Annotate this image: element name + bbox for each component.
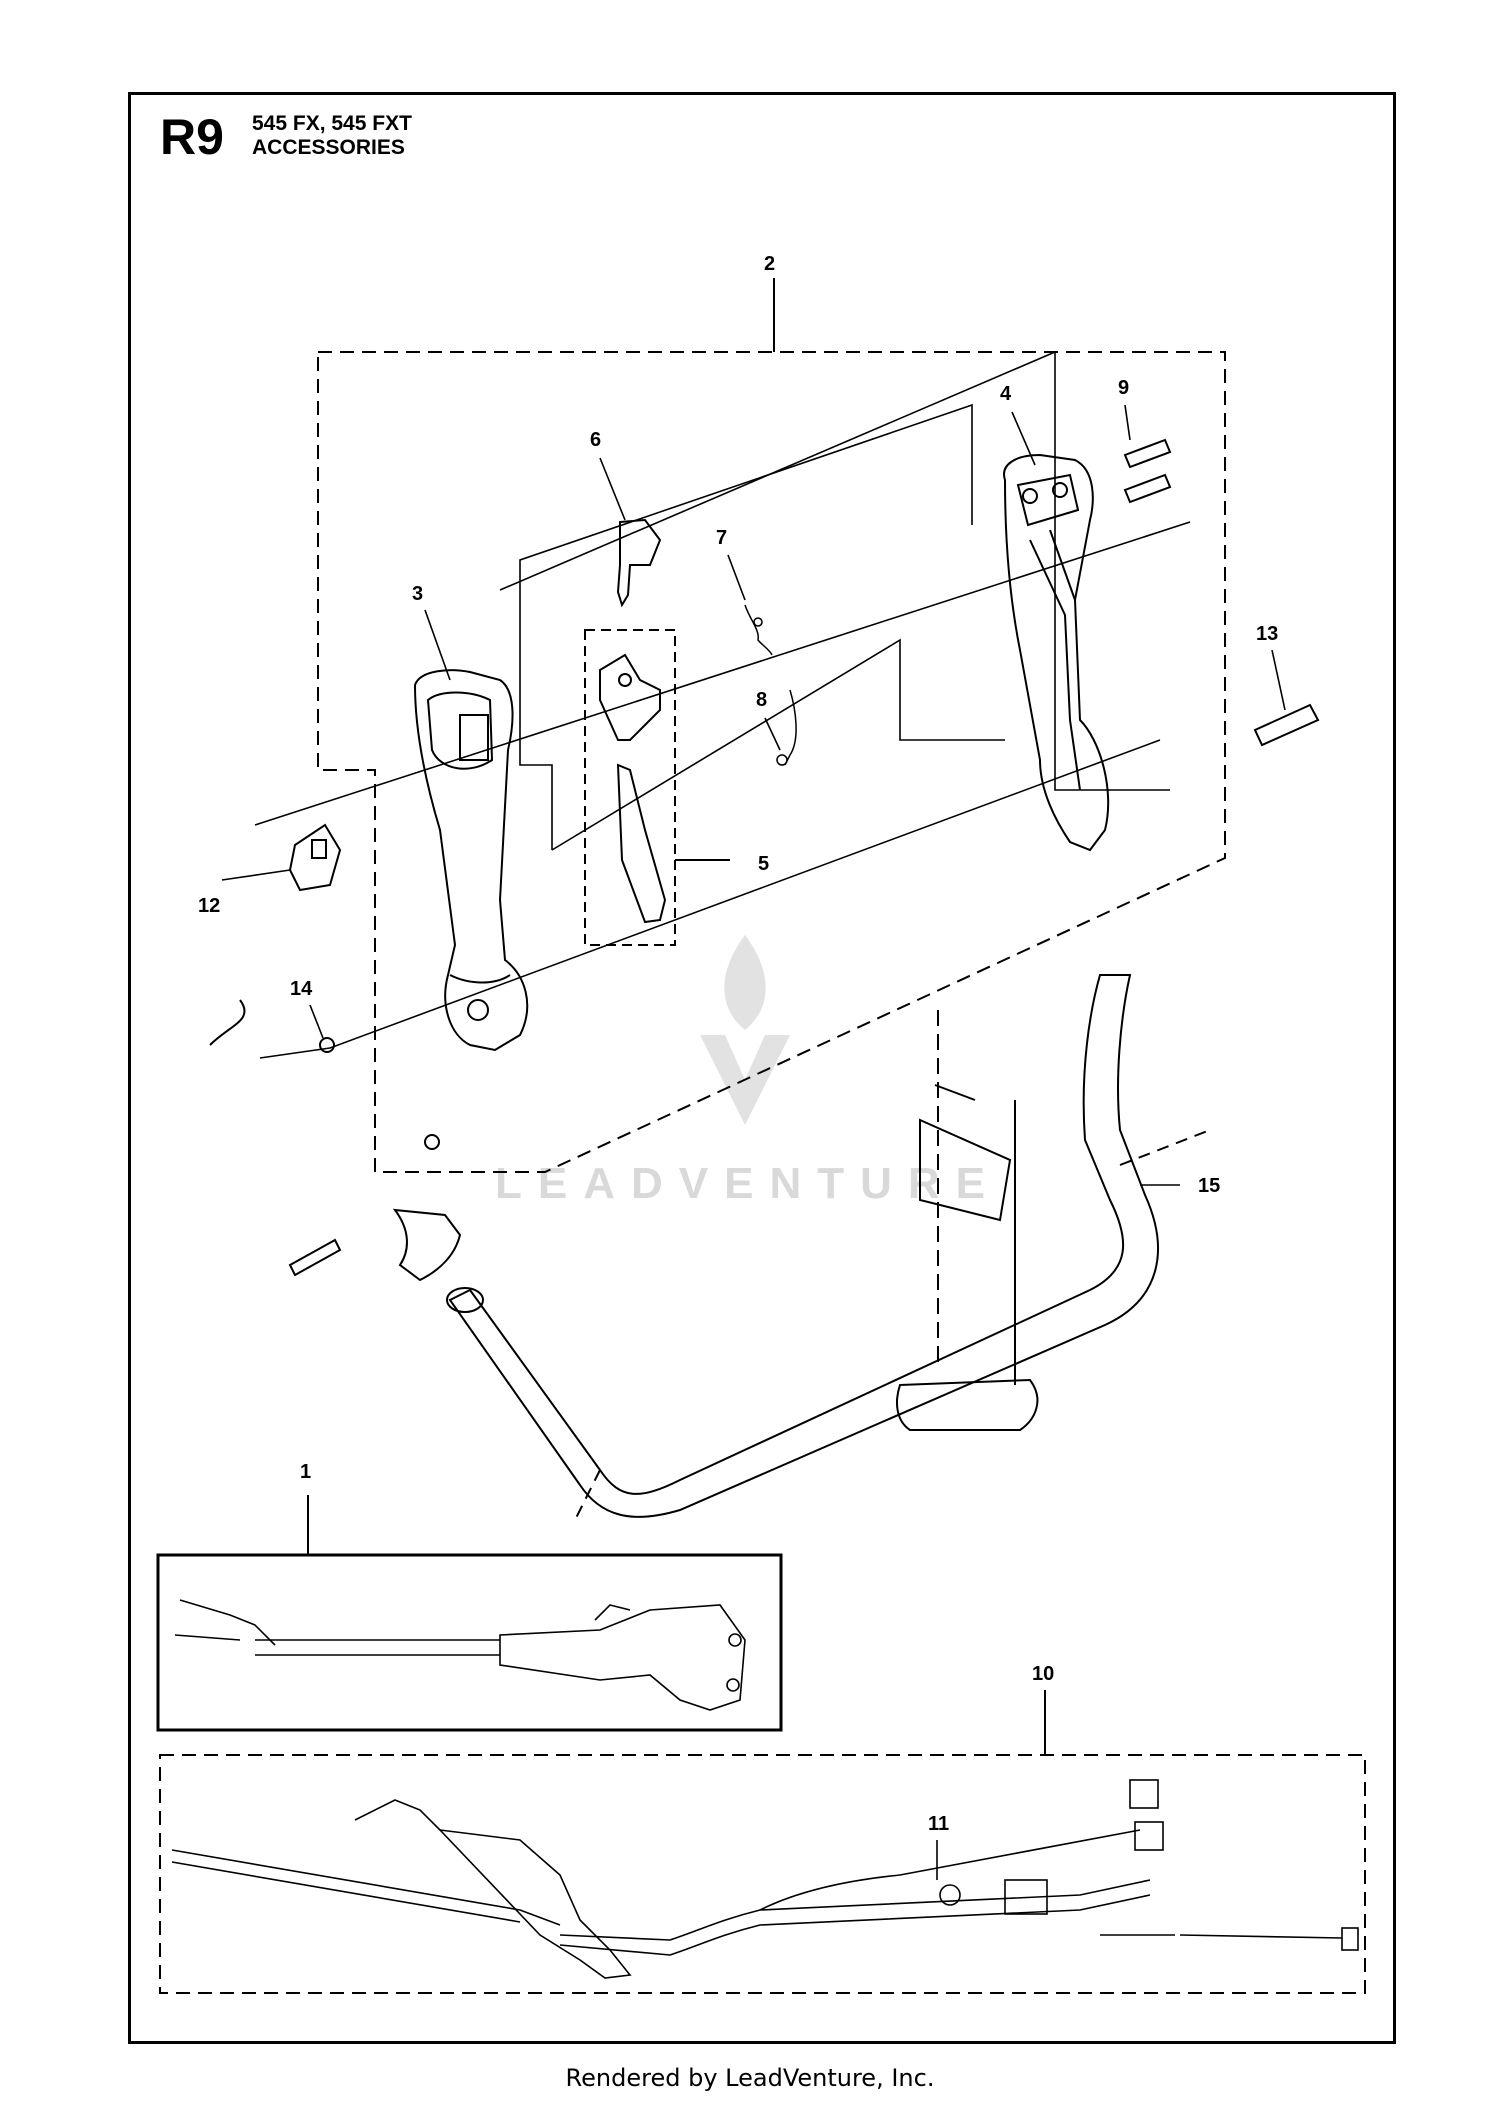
springs xyxy=(744,604,797,766)
callout-10: 10 xyxy=(1032,1663,1054,1685)
part-1-handle-assembly xyxy=(174,1599,746,1711)
footer-credit: Rendered by LeadVenture, Inc. xyxy=(565,2064,935,2092)
diagram-frame xyxy=(128,92,1396,2044)
part-5-throttle-trigger xyxy=(599,653,667,924)
callout-3: 3 xyxy=(412,583,423,605)
callout-2: 2 xyxy=(764,253,775,275)
part-4-handle-right xyxy=(1003,453,1110,852)
part-13-screw xyxy=(1253,703,1320,747)
section-code: R9 xyxy=(160,109,224,165)
callout-4: 4 xyxy=(1000,383,1012,405)
callout-8: 8 xyxy=(756,689,767,711)
watermark-flame-icon xyxy=(724,935,766,1030)
callout-6: 6 xyxy=(590,429,601,451)
kit-2-dashed-box xyxy=(317,351,1226,1173)
callout-5: 5 xyxy=(758,853,769,875)
handle-mount-hint xyxy=(209,999,246,1046)
part-12-stop-switch xyxy=(288,823,342,892)
kit-5-dashed-box xyxy=(584,629,676,946)
model-names: 545 FX, 545 FXT xyxy=(252,112,412,135)
part-10-throttle-cable-assembly xyxy=(171,1779,1359,1979)
kit-10-dashed-box xyxy=(159,1754,1366,1994)
callout-12: 12 xyxy=(198,895,220,917)
assembly-lines xyxy=(254,350,1191,1059)
section-title: ACCESSORIES xyxy=(252,136,405,160)
watermark-text: LEADVENTURE xyxy=(495,1159,1001,1208)
part-7-spring-coil xyxy=(753,617,763,627)
callout-11: 11 xyxy=(928,1813,949,1835)
part-6-lock-lever xyxy=(616,518,662,608)
callout-13: 13 xyxy=(1256,623,1278,645)
section-heading: 545 FX, 545 FXT ACCESSORIES xyxy=(252,112,412,160)
callout-9: 9 xyxy=(1118,377,1129,399)
callout-15: 15 xyxy=(1198,1175,1220,1197)
part-7-spring xyxy=(744,604,773,656)
callout-numbers: 1 2 3 4 5 6 7 8 9 10 11 12 13 14 15 xyxy=(198,253,1278,1835)
callout-7: 7 xyxy=(716,527,727,549)
part-8-spring-coil xyxy=(776,754,788,766)
part-15-loop-handle xyxy=(288,974,1211,1521)
callout-1: 1 xyxy=(300,1461,311,1483)
leader-lines xyxy=(221,404,1286,1880)
inset-part-1-box xyxy=(156,1553,783,1732)
part-9-screws xyxy=(1123,438,1172,504)
part-3-handle-left xyxy=(413,669,529,1052)
watermark: LEADVENTURE xyxy=(495,935,1001,1208)
part-8-spring xyxy=(784,689,797,766)
callout-14: 14 xyxy=(290,978,313,1000)
part-14-nut xyxy=(319,1037,335,1053)
